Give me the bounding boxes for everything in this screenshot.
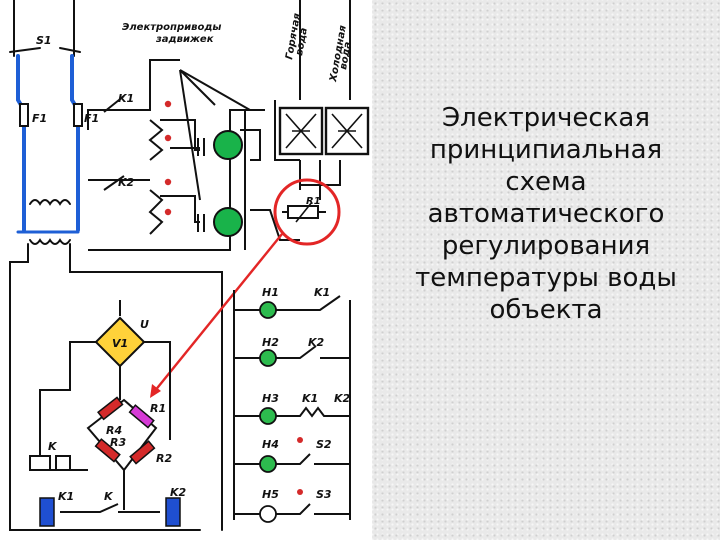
motor-m2 <box>213 207 243 237</box>
label-r4: R4 <box>106 424 122 437</box>
label-u: U <box>140 318 149 331</box>
contact-k-bottom <box>60 503 160 513</box>
caption-line-3: схема <box>505 167 587 197</box>
label-h4-s: S2 <box>316 438 332 451</box>
motor-circuits <box>87 0 351 251</box>
caption-panel: Электрическая принципиальная схема автом… <box>372 0 720 540</box>
power-supply <box>9 0 223 531</box>
label-h2-k: K2 <box>308 336 325 349</box>
bridge-circuit <box>39 300 171 510</box>
label-r1-sensor: R1 <box>306 196 321 207</box>
motor-m1 <box>213 130 243 160</box>
label-k-relay: K <box>48 440 58 453</box>
caption-line-6: температуры воды <box>415 263 677 293</box>
label-r3: R3 <box>110 436 126 449</box>
label-k2-coil: K2 <box>170 486 187 499</box>
label-v1: V1 <box>112 337 128 350</box>
label-motor-title-2: задвижек <box>155 34 214 45</box>
caption-line-4: автоматического <box>427 199 665 229</box>
valve-hot-water <box>278 106 324 156</box>
resistors-bridge <box>94 396 156 465</box>
signal-lamps <box>259 301 277 523</box>
relay-k <box>29 455 71 471</box>
valve-cold-water <box>324 106 370 156</box>
label-f1-right: F1 <box>84 112 99 125</box>
caption-line-7: объекта <box>489 295 603 325</box>
label-h3-k2: K2 <box>334 392 351 405</box>
label-k-contact: K <box>104 490 114 503</box>
lamp-column <box>233 290 351 520</box>
sensor-r1 <box>273 178 341 246</box>
label-s1: S1 <box>36 34 52 47</box>
coil-k2 <box>165 497 181 527</box>
caption-line-1: Электрическая <box>442 103 650 133</box>
lamp-switch-dots <box>297 437 303 495</box>
coil-k1 <box>39 497 55 527</box>
label-h4: H4 <box>262 438 279 451</box>
label-cold-water-2: вода <box>338 41 354 71</box>
label-h1-k: K1 <box>314 286 330 299</box>
diagram-caption: Электрическая принципиальная схема автом… <box>372 102 720 326</box>
label-h1: H1 <box>262 286 279 299</box>
label-h5-s: S3 <box>316 488 332 501</box>
contact-dots <box>164 100 172 216</box>
label-h3-k1: K1 <box>302 392 318 405</box>
label-k1-coil: K1 <box>58 490 74 503</box>
label-h2: H2 <box>262 336 279 349</box>
label-hot-water-2: вода <box>294 27 310 57</box>
caption-line-2: принципиальная <box>429 135 663 165</box>
label-r2: R2 <box>156 452 172 465</box>
label-r1-bridge: R1 <box>150 402 166 415</box>
label-k2-top: K2 <box>118 176 135 189</box>
label-h3: H3 <box>262 392 279 405</box>
circuit-diagram: S1 F1 F1 Электроприводы задвижек Горячая… <box>9 0 370 531</box>
label-motor-title-1: Электроприводы <box>122 22 221 33</box>
caption-line-5: регулирования <box>441 231 651 261</box>
diagram-labels: S1 F1 F1 Электроприводы задвижек Горячая… <box>32 12 354 503</box>
capacitors <box>197 138 205 232</box>
label-f1-left: F1 <box>32 112 47 125</box>
label-k1-top: K1 <box>118 92 134 105</box>
pointer-arrow <box>150 233 283 398</box>
label-h5: H5 <box>262 488 279 501</box>
